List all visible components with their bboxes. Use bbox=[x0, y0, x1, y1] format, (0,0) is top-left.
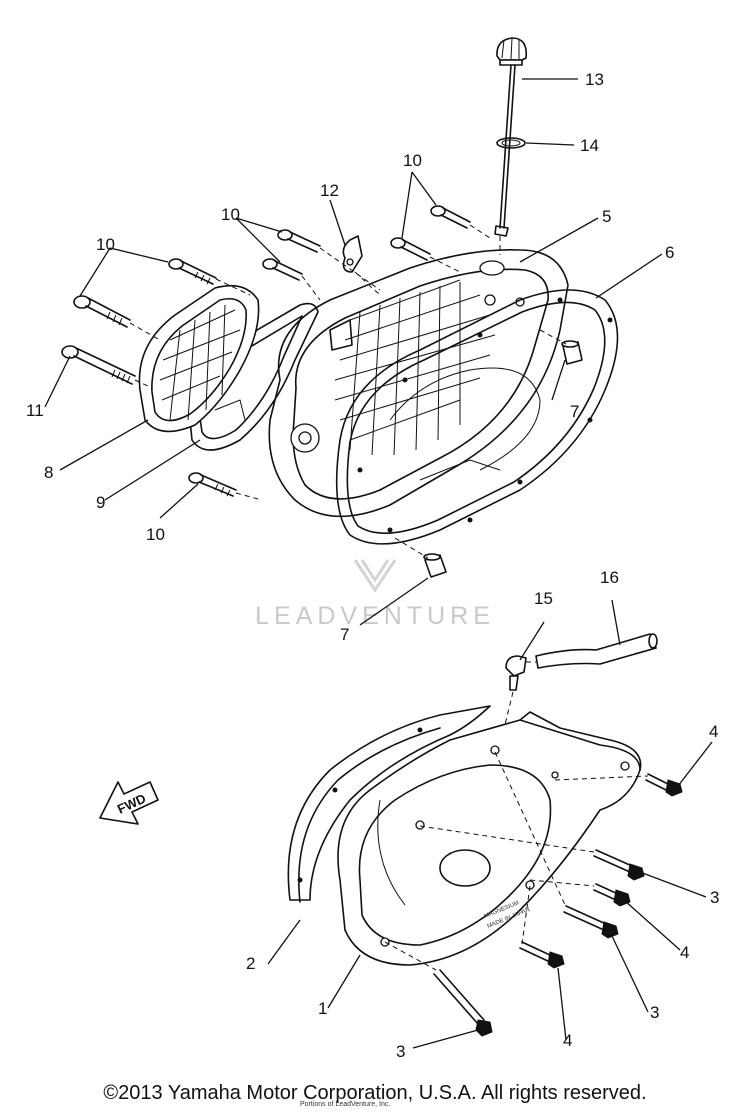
leaders-top bbox=[44, 78, 663, 626]
part-5-crankcase-cover bbox=[268, 249, 569, 518]
leaders-bottom bbox=[267, 599, 713, 1049]
part-10-screw-g bbox=[188, 472, 237, 497]
part-4-screw-b bbox=[593, 883, 631, 907]
label-2: 2 bbox=[246, 954, 255, 973]
part-10-screw-d bbox=[262, 258, 303, 281]
label-5: 5 bbox=[602, 207, 611, 226]
part-13-oil-level-gauge bbox=[494, 37, 528, 237]
label-7-a: 7 bbox=[570, 402, 579, 421]
label-7-b: 7 bbox=[340, 625, 349, 644]
label-10-c: 10 bbox=[96, 235, 115, 254]
credit-notice: Portions of LeadVenture, Inc. bbox=[300, 1101, 391, 1108]
part-3-screw-b bbox=[563, 905, 619, 939]
part-2-gasket bbox=[287, 705, 491, 903]
part-3-screw-c bbox=[433, 969, 493, 1037]
label-9: 9 bbox=[96, 493, 105, 512]
part-6-gasket bbox=[335, 289, 619, 545]
part-10-screw-a bbox=[73, 295, 131, 328]
screws-top bbox=[61, 205, 501, 501]
label-16: 16 bbox=[600, 568, 619, 587]
label-11: 11 bbox=[26, 401, 44, 420]
part-10-screw-c bbox=[277, 229, 321, 253]
part-14-o-ring bbox=[496, 137, 526, 149]
part-10-screw-b bbox=[168, 258, 217, 285]
label-6: 6 bbox=[665, 243, 674, 262]
label-15: 15 bbox=[534, 589, 553, 608]
part-4-screw-c bbox=[519, 941, 565, 969]
part-3-screw-a bbox=[593, 849, 645, 881]
label-3-b: 3 bbox=[650, 1003, 659, 1022]
label-4-c: 4 bbox=[563, 1031, 572, 1050]
part-11-screw bbox=[61, 345, 136, 385]
screws-bottom bbox=[384, 751, 683, 1037]
part-10-screw-e bbox=[430, 205, 471, 229]
label-3-a: 3 bbox=[710, 888, 719, 907]
label-8: 8 bbox=[44, 463, 53, 482]
part-15-elbow-fitting bbox=[499, 655, 527, 746]
part-12-clamp bbox=[342, 235, 363, 273]
label-10-a: 10 bbox=[403, 151, 422, 170]
label-14: 14 bbox=[580, 136, 599, 155]
part-7-dowel-pin-lower bbox=[394, 537, 447, 578]
label-1: 1 bbox=[318, 999, 327, 1018]
label-12: 12 bbox=[320, 181, 339, 200]
part-16-breather-hose bbox=[526, 633, 658, 669]
label-10-d: 10 bbox=[146, 525, 165, 544]
label-10-b: 10 bbox=[221, 205, 240, 224]
part-labels: 13 14 10 12 10 5 10 6 11 7 8 9 10 7 16 1… bbox=[26, 70, 719, 1061]
fwd-arrow: FWD bbox=[99, 781, 159, 825]
part-4-screw-a bbox=[645, 773, 683, 797]
watermark: LEADVENTURE bbox=[255, 559, 495, 630]
copyright-notice: ©2013 Yamaha Motor Corporation, U.S.A. A… bbox=[103, 1082, 647, 1104]
part-10-screw-f bbox=[390, 237, 431, 261]
watermark-text: LEADVENTURE bbox=[255, 602, 495, 630]
label-4-a: 4 bbox=[709, 722, 718, 741]
part-1-crankcase-cover: MAGNESIUM MADE IN JAPAN bbox=[337, 711, 642, 966]
part-8-cover bbox=[138, 284, 260, 433]
part-7-dowel-pin-upper bbox=[539, 329, 583, 365]
label-3-c: 3 bbox=[396, 1042, 405, 1061]
label-13: 13 bbox=[585, 70, 604, 89]
label-4-b: 4 bbox=[680, 943, 689, 962]
